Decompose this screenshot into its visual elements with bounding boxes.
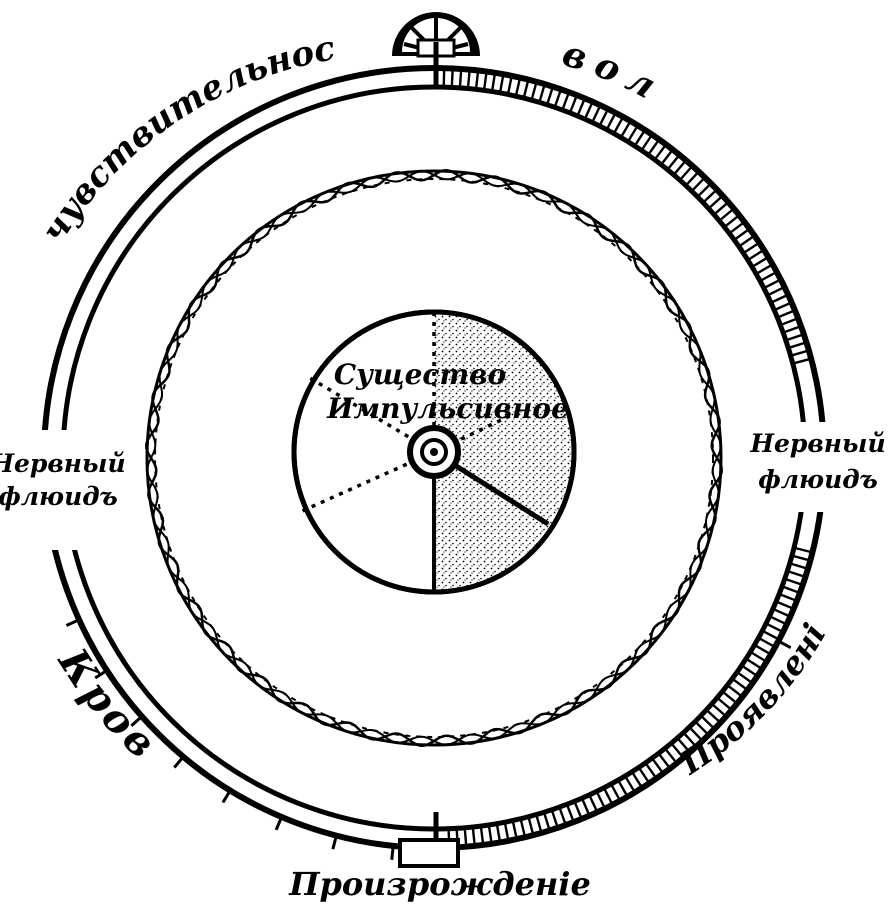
top-knob-icon [392, 12, 480, 88]
label-nervous-fluid-right-2: флюидъ [758, 465, 878, 494]
bottom-connector [398, 812, 460, 868]
blood-tick-marks [65, 618, 792, 860]
inner-wavy-ring [145, 169, 723, 747]
core-disc [291, 309, 577, 595]
label-core-1: Существо [334, 358, 506, 391]
label-generation: Произрожденiе [288, 865, 591, 903]
label-core-2: Импульсивное [326, 392, 569, 425]
label-nervous-fluid-right-1: Нервный [749, 429, 885, 458]
manifestation-hatched-band [447, 546, 812, 847]
label-nervous-fluid-left-2: флюидъ [0, 482, 118, 511]
label-nervous-fluid-left-1: Нервный [0, 449, 126, 478]
will-hatched-band [442, 69, 811, 365]
